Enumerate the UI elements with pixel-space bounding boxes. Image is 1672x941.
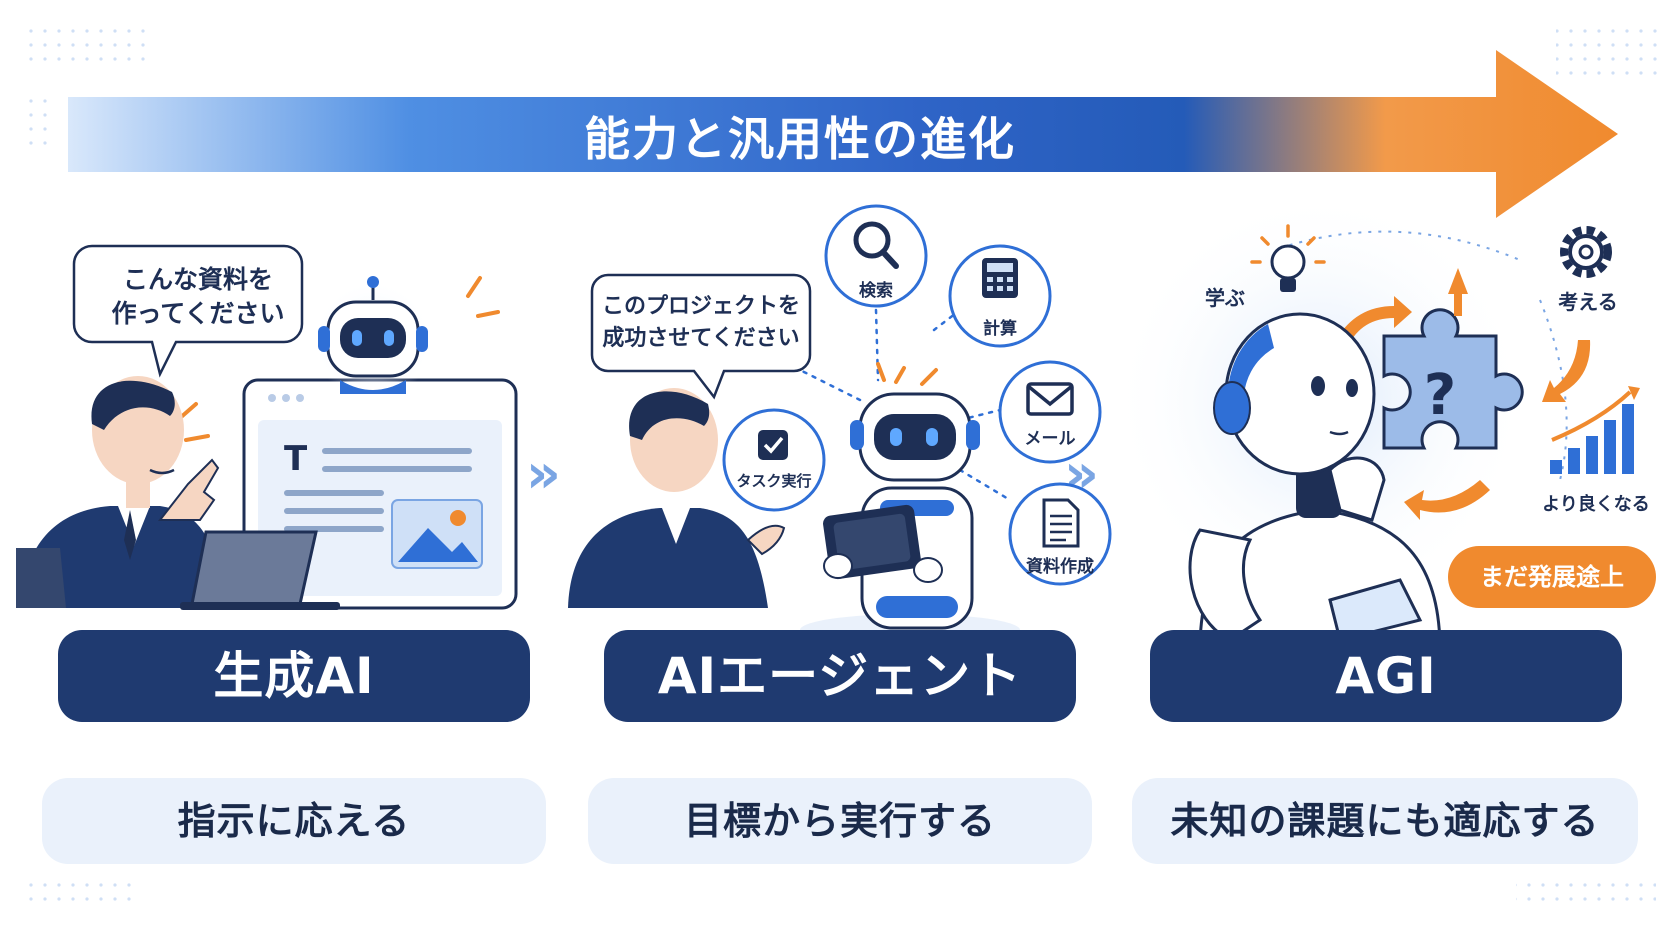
puzzle-icon: ? [1382, 308, 1524, 450]
tool-calculator [948, 244, 1052, 348]
tool-label-task: タスク実行 [736, 472, 812, 490]
tool-mail [998, 360, 1102, 464]
stage-agi-illustration: ? [1110, 190, 1640, 652]
status-badge: まだ発展途上 [1448, 546, 1656, 608]
speech-line-1: このプロジェクトを [601, 294, 800, 319]
tool-task [722, 408, 826, 512]
speech-bubble [72, 244, 304, 378]
stage-label-generative-ai: 生成AI [58, 630, 530, 722]
lightbulb-icon [1250, 224, 1326, 292]
chevron-right-icon: » [526, 442, 561, 505]
gear-icon [1560, 226, 1612, 278]
tool-document [1008, 482, 1112, 586]
person [568, 388, 786, 608]
person [16, 376, 222, 608]
tool-search [824, 204, 928, 308]
image-icon [391, 499, 483, 569]
stage-label-agi: AGI [1150, 630, 1622, 722]
stage-description-ai-agent: 目標から実行する [588, 778, 1092, 864]
svg-text:?: ? [1424, 363, 1456, 428]
tool-label-mail: メール [1024, 429, 1076, 449]
tool-label-search: 検索 [859, 281, 893, 301]
progress-arrow [68, 50, 1618, 218]
stage-label-ai-agent: AIエージェント [604, 630, 1076, 722]
text-icon: T [284, 439, 308, 479]
tool-label-document: 資料作成 [1026, 557, 1094, 577]
page-title: 能力と汎用性の進化 [584, 112, 1016, 166]
speech-line-1: こんな資料を [122, 265, 273, 294]
speech-line-2: 成功させてください [602, 326, 800, 351]
cycle-label-improve: より良くなる [1542, 494, 1650, 515]
agent-robot [800, 392, 1020, 646]
cycle-label-think: 考える [1558, 290, 1618, 314]
cycle-label-learn: 学ぶ [1205, 286, 1245, 310]
stage-generative-ai-illustration: T [16, 244, 518, 610]
dot-grid-decoration [26, 28, 1666, 908]
speech-bubble [590, 273, 812, 400]
laptop [180, 530, 340, 610]
bar-chart-icon [1550, 386, 1640, 474]
agi-robot [1188, 312, 1442, 652]
stage-description-generative-ai: 指示に応える [42, 778, 546, 864]
speech-line-2: 作ってください [111, 299, 285, 328]
tool-label-calculator: 計算 [983, 319, 1017, 339]
stage-description-agi: 未知の課題にも適応する [1132, 778, 1638, 864]
